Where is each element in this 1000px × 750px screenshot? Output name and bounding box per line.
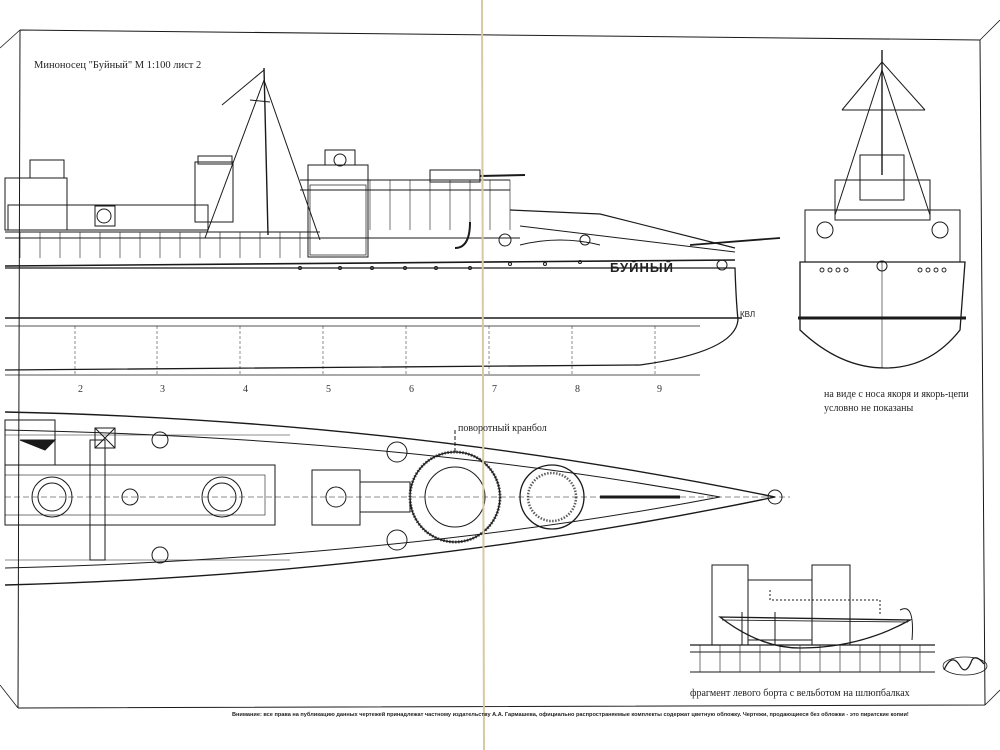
frame-number: 4 [243, 384, 248, 395]
signature-mark [942, 656, 988, 676]
boat-detail [690, 564, 935, 673]
frame-number: 7 [492, 384, 497, 395]
sheet-border [17, 29, 986, 709]
frame-number: 9 [657, 384, 662, 395]
side-profile [4, 67, 781, 376]
bow-view-note: на виде с носа якоря и якорь-цепи условн… [824, 389, 969, 414]
frame-number: 8 [575, 384, 580, 395]
sheet-title: Миноносец "Буйный" М 1:100 лист 2 [34, 60, 202, 71]
fold-line [481, 0, 485, 750]
ship-name-label: БУЙНЫЙ [610, 260, 674, 275]
frame-number: 6 [409, 384, 414, 395]
frame-number: 3 [160, 384, 165, 395]
boat-caption: фрагмент левого борта с вельботом на шлю… [690, 688, 910, 699]
plan-view [4, 411, 790, 586]
frame-number: 2 [78, 384, 83, 395]
frame-number: 5 [326, 384, 331, 395]
plan-annotation: поворотный кранбол [458, 423, 547, 434]
side-portholes [298, 260, 582, 270]
waterline-label: КВЛ [740, 310, 756, 319]
copyright-notice: Внимание: все права на публикацию данных… [232, 712, 909, 718]
bow-view [798, 50, 966, 369]
